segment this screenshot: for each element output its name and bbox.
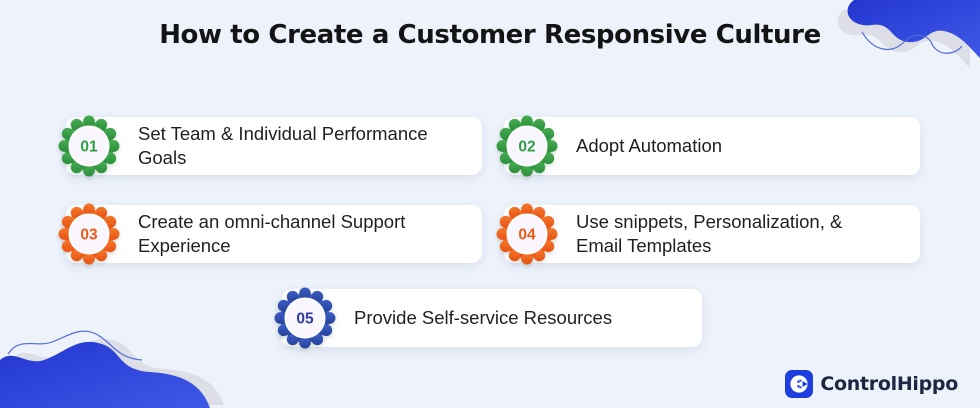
corner-blob-bottom-left [0,330,224,408]
controlhippo-icon [785,370,814,398]
step-number-5: 05 [296,310,314,327]
step-label-2: Adopt Automation [576,135,723,157]
step-label-5: Provide Self-service Resources [354,307,613,329]
step-label-1: Set Team & Individual Performance Goals [138,123,428,168]
step-card-5: 05 Provide Self-service Resources [274,287,702,349]
step-badge-1: 01 [58,115,120,177]
step-badge-4: 04 [496,203,558,265]
brand-name: ControlHippo [820,373,958,395]
step-number-3: 03 [80,226,98,243]
step-label-4: Use snippets, Personalization, & Email T… [576,211,843,256]
step-number-2: 02 [518,138,535,155]
step-number-1: 01 [80,138,98,155]
step-card-1: 01 Set Team & Individual Performance Goa… [58,115,482,177]
step-card-3: 03 Create an omni-channel Support Experi… [58,203,482,265]
step-badge-3: 03 [58,203,120,265]
step-card-4: 04 Use snippets, Personalization, & Emai… [496,203,920,265]
step-label-3: Create an omni-channel Support Experienc… [138,211,406,256]
step-badge-2: 02 [496,115,558,177]
brand-logo: ControlHippo [785,370,958,398]
step-card-2: 02 Adopt Automation [496,115,920,177]
step-number-4: 04 [518,226,536,243]
step-badge-5: 05 [274,287,336,349]
page-title: How to Create a Customer Responsive Cult… [159,20,821,50]
